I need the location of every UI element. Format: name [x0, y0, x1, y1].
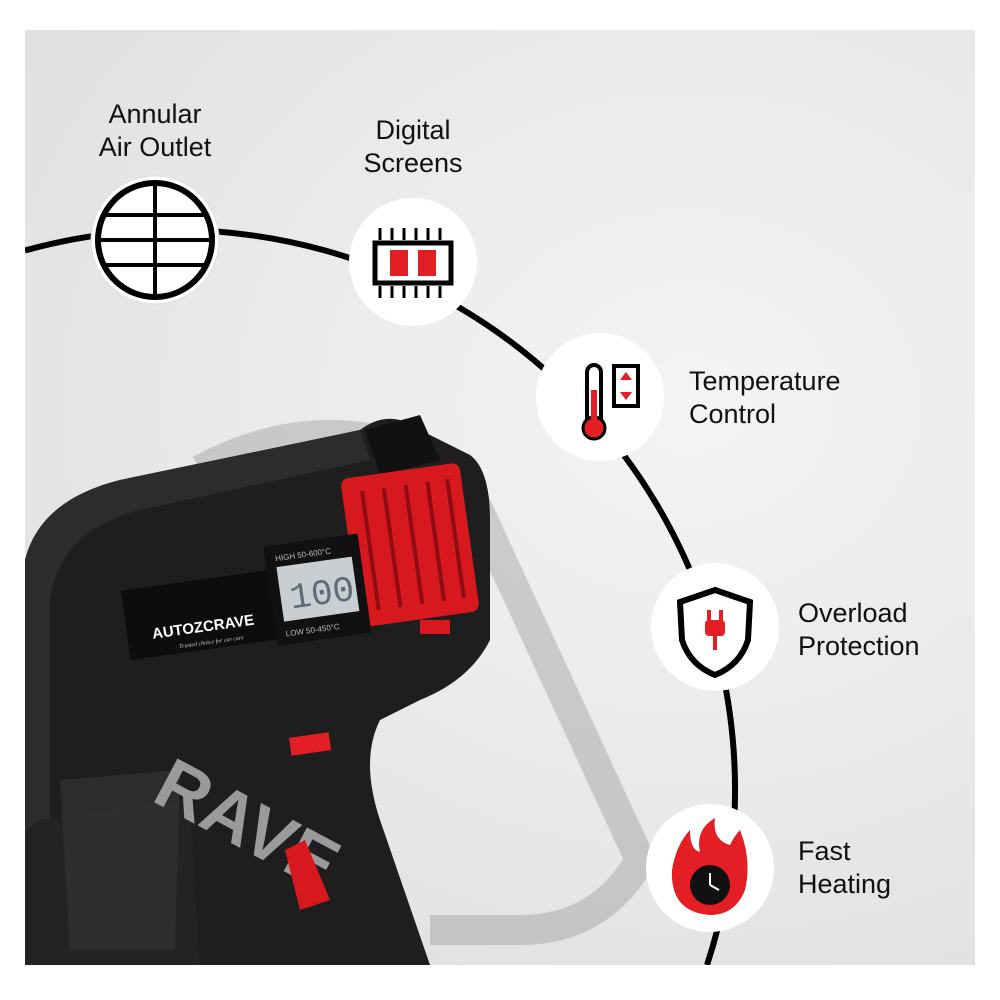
- flame-clock-icon: [646, 804, 774, 932]
- label-line: Annular: [108, 99, 202, 129]
- air-outlet-grid-icon: [90, 175, 220, 305]
- label-line: Heating: [798, 869, 892, 899]
- label-line: Temperature: [689, 366, 841, 396]
- shield-plug-icon: [651, 563, 779, 691]
- feature-label-digital-screens: Digital Screens: [343, 114, 483, 180]
- thermometer-updown-icon: [536, 333, 664, 461]
- label-line: Overload: [798, 598, 908, 628]
- label-line: Air Outlet: [98, 132, 212, 162]
- feature-label-fast-heating: Fast Heating: [798, 835, 891, 901]
- digital-display-chip-icon: [349, 198, 477, 326]
- feature-label-overload-protection: Overload Protection: [798, 597, 920, 663]
- label-line: Control: [689, 399, 777, 429]
- label-line: Protection: [798, 631, 920, 661]
- label-line: Digital: [375, 115, 451, 145]
- feature-label-air-outlet: Annular Air Outlet: [85, 98, 225, 164]
- svg-text:100: 100: [287, 570, 357, 620]
- label-line: Fast: [798, 836, 851, 866]
- feature-icons: [90, 175, 779, 932]
- label-line: Screens: [363, 148, 463, 178]
- feature-label-temperature-control: Temperature Control: [689, 365, 841, 431]
- heat-gun-illustration: RAVE AUTOZCRAVE Trusted choice for car c…: [25, 227, 739, 965]
- brand-plate: AUTOZCRAVE Trusted choice for car care: [120, 569, 280, 661]
- product-feature-banner: RAVE AUTOZCRAVE Trusted choice for car c…: [25, 30, 975, 965]
- red-vent-grille: [285, 463, 479, 910]
- lcd-display: HIGH 50-600°C 100 LOW 50-450°C: [263, 533, 372, 646]
